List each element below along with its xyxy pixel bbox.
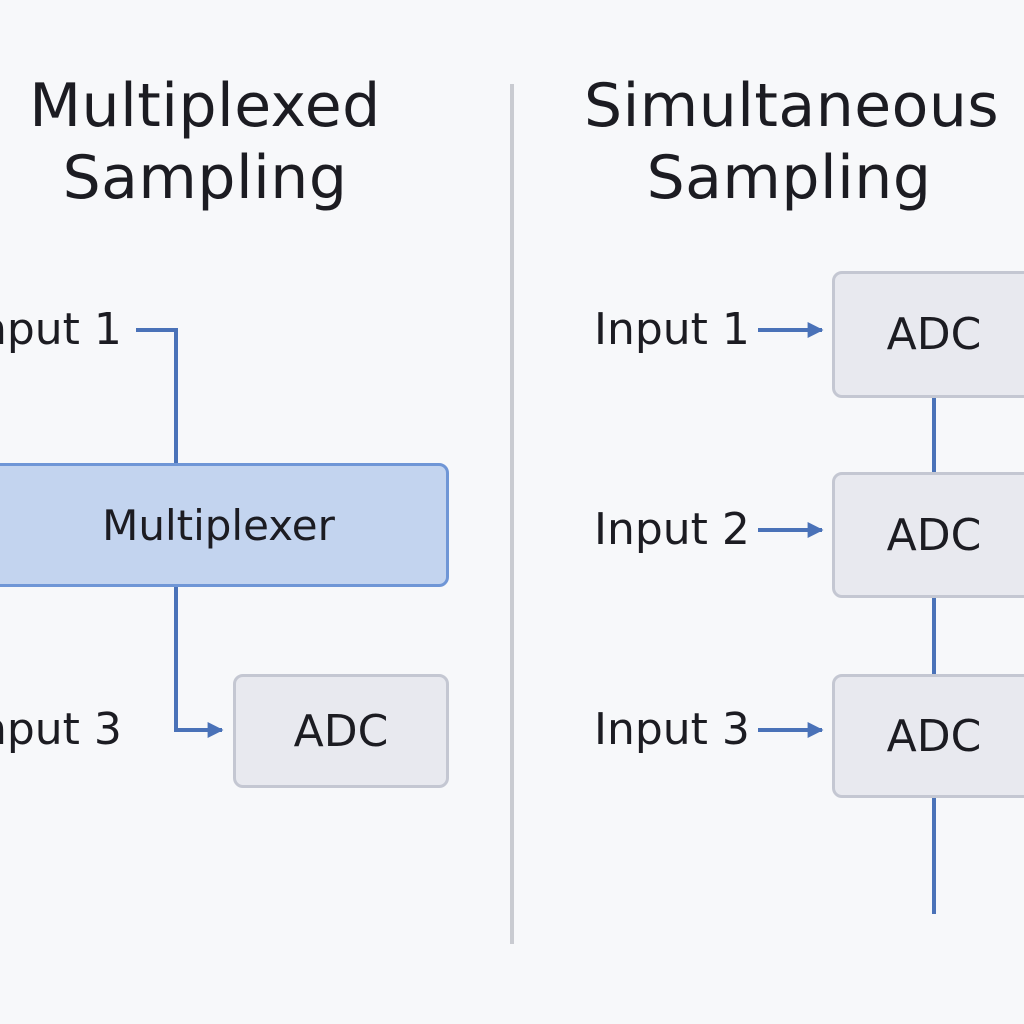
multiplexer-box: Multiplexer	[0, 463, 449, 587]
left-input-1-label: Input 1	[0, 304, 122, 355]
left-title-line-1: Multiplexed	[29, 71, 381, 141]
right-panel-title: Simultaneous Sampling	[584, 70, 1000, 214]
right-adc-box-2: ADC	[832, 472, 1024, 598]
right-adc-label-2: ADC	[886, 509, 982, 561]
left-adc-box: ADC	[233, 674, 449, 788]
left-panel-title: Multiplexed Sampling	[0, 70, 410, 214]
right-input-1-label: Input 1	[594, 304, 750, 355]
right-title-line-1: Simultaneous	[584, 71, 1000, 141]
right-input-3-label: Input 3	[594, 704, 750, 755]
right-title-line-2: Sampling	[646, 143, 932, 213]
right-adc-label-1: ADC	[886, 309, 982, 360]
left-title-line-2: Sampling	[62, 143, 348, 213]
input-1-to-mux-wire	[136, 328, 178, 463]
left-adc-label: ADC	[293, 705, 389, 757]
multiplexer-label: Multiplexer	[102, 500, 335, 550]
right-input-2-label: Input 2	[594, 504, 750, 555]
right-adc-box-3: ADC	[832, 674, 1024, 798]
left-input-3-label: Input 3	[0, 704, 122, 755]
right-adc-box-1: ADC	[832, 271, 1024, 398]
mux-to-adc-wire	[174, 587, 224, 738]
right-adc-label-3: ADC	[886, 710, 982, 762]
